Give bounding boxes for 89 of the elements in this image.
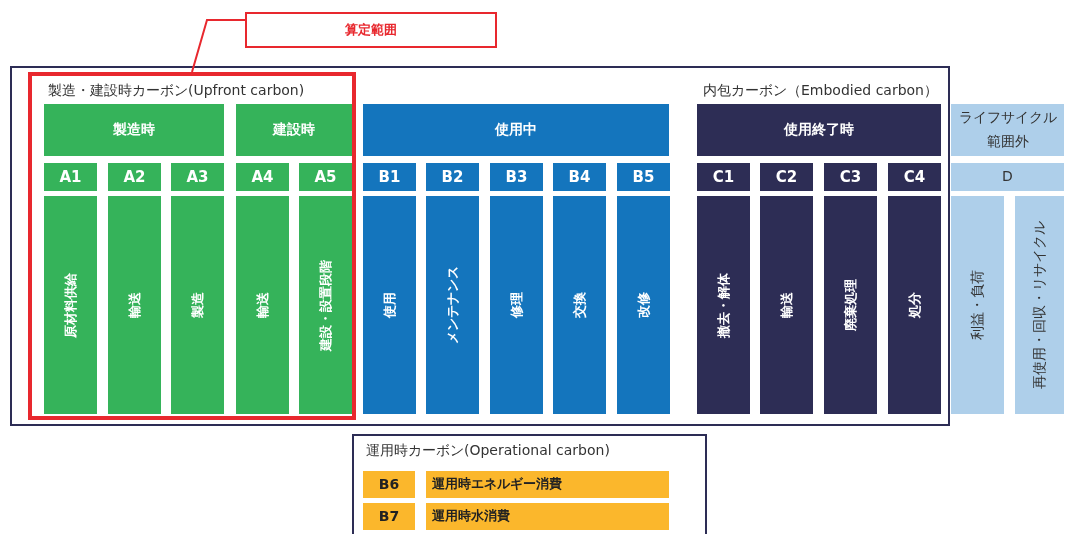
module-name: 原材料供給 bbox=[61, 272, 79, 338]
module-code: A2 bbox=[123, 167, 146, 187]
module-bar bbox=[363, 196, 416, 414]
module-name: 使用 bbox=[380, 292, 398, 318]
module-bar bbox=[760, 196, 813, 414]
module-code: B7 bbox=[378, 507, 400, 526]
module-bar bbox=[44, 196, 97, 414]
stage-name: 製造時 bbox=[113, 121, 155, 139]
module-code: A1 bbox=[59, 167, 82, 187]
module-name: 輸送 bbox=[777, 292, 795, 318]
stage-header bbox=[236, 104, 352, 156]
module-code: C4 bbox=[903, 167, 926, 187]
module-name: 処分 bbox=[905, 292, 923, 318]
module-code: B4 bbox=[568, 167, 591, 187]
module-name: 建設・設置段階 bbox=[316, 259, 334, 351]
module-code: B1 bbox=[378, 167, 401, 187]
module-code-tile bbox=[363, 163, 416, 191]
module-row bbox=[426, 503, 669, 530]
stage-header bbox=[44, 104, 224, 156]
module-code: C1 bbox=[712, 167, 735, 187]
module-code: D bbox=[1002, 168, 1013, 186]
group-frame bbox=[352, 434, 707, 534]
module-bar bbox=[108, 196, 161, 414]
group-frame bbox=[10, 66, 950, 426]
group-title: 製造・建設時カーボン(Upfront carbon) bbox=[48, 82, 305, 100]
stage-name: 建設時 bbox=[273, 121, 315, 139]
module-code-tile bbox=[171, 163, 224, 191]
module-name: 利益・負荷 bbox=[968, 270, 986, 340]
group-title: 運用時カーボン(Operational carbon) bbox=[366, 442, 610, 460]
module-bar bbox=[951, 196, 1004, 414]
module-code: A5 bbox=[314, 167, 337, 187]
leader-line bbox=[191, 19, 246, 73]
module-bar bbox=[236, 196, 289, 414]
module-code: A4 bbox=[251, 167, 274, 187]
module-code: C3 bbox=[839, 167, 862, 187]
module-name: 廃棄処理 bbox=[841, 279, 859, 331]
module-bar bbox=[171, 196, 224, 414]
module-bar bbox=[888, 196, 941, 414]
callout-box bbox=[245, 12, 497, 48]
module-code-tile bbox=[553, 163, 606, 191]
module-row bbox=[426, 471, 669, 498]
module-bar bbox=[299, 196, 352, 414]
module-bar bbox=[490, 196, 543, 414]
module-name: 改修 bbox=[634, 292, 652, 318]
callout-text: 算定範囲 bbox=[345, 21, 397, 39]
module-code: B6 bbox=[378, 475, 400, 494]
module-name: 撤去・解体 bbox=[714, 272, 732, 338]
module-code-tile bbox=[824, 163, 877, 191]
module-name: 交換 bbox=[570, 292, 588, 318]
module-name: 運用時エネルギー消費 bbox=[431, 476, 562, 493]
stage-header bbox=[951, 104, 1064, 156]
module-bar bbox=[1015, 196, 1064, 414]
module-code-tile bbox=[363, 471, 415, 498]
stage-name: 使用中 bbox=[495, 121, 537, 139]
module-name: メンテナンス bbox=[443, 266, 461, 344]
module-code: C2 bbox=[775, 167, 798, 187]
module-code-tile bbox=[617, 163, 670, 191]
module-code-tile bbox=[888, 163, 941, 191]
stage-name: ライフサイクル範囲外 bbox=[957, 108, 1058, 151]
module-code-tile bbox=[760, 163, 813, 191]
stage-name: 使用終了時 bbox=[784, 121, 854, 139]
module-name: 運用時水消費 bbox=[431, 508, 510, 525]
stage-header bbox=[363, 104, 669, 156]
module-bar bbox=[697, 196, 750, 414]
module-bar bbox=[617, 196, 670, 414]
stage-header bbox=[697, 104, 941, 156]
module-code: A3 bbox=[186, 167, 209, 187]
scope-frame bbox=[28, 72, 356, 420]
module-name: 修理 bbox=[507, 292, 525, 318]
module-code-tile bbox=[236, 163, 289, 191]
module-name: 再使用・回収・リサイクル bbox=[1030, 221, 1048, 389]
module-name: 輸送 bbox=[253, 292, 271, 318]
module-bar bbox=[553, 196, 606, 414]
module-code-tile bbox=[299, 163, 352, 191]
module-code-tile bbox=[44, 163, 97, 191]
module-code: B2 bbox=[441, 167, 464, 187]
module-code: B3 bbox=[505, 167, 528, 187]
module-code: B5 bbox=[632, 167, 655, 187]
module-bar bbox=[426, 196, 479, 414]
module-bar bbox=[824, 196, 877, 414]
module-code-tile bbox=[108, 163, 161, 191]
module-name: 製造 bbox=[188, 292, 206, 318]
module-code-tile bbox=[426, 163, 479, 191]
module-code-tile bbox=[490, 163, 543, 191]
module-code-tile bbox=[951, 163, 1064, 191]
module-code-tile bbox=[697, 163, 750, 191]
module-code-tile bbox=[363, 503, 415, 530]
group-title: 内包カーボン（Embodied carbon） bbox=[702, 82, 938, 100]
module-name: 輸送 bbox=[125, 292, 143, 318]
